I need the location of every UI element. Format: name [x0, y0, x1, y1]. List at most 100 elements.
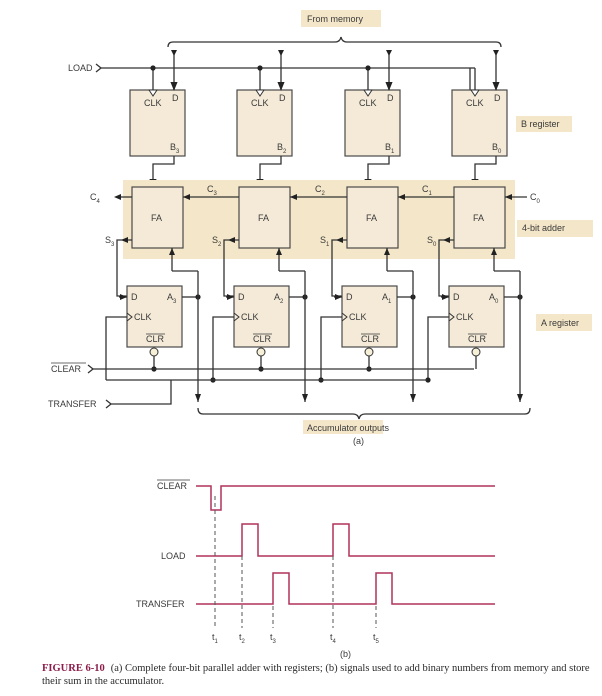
arrow-icon — [386, 50, 392, 56]
part-a-label: (a) — [353, 436, 364, 446]
arrow-icon — [183, 194, 190, 200]
clock-triangle-icon — [233, 312, 240, 322]
time-marker-label: t5 — [373, 632, 380, 645]
sum-label: S1 — [320, 235, 330, 248]
clk-label: CLK — [241, 312, 259, 322]
transfer-line — [111, 380, 172, 405]
load-input-label: LOAD — [68, 63, 93, 73]
figure-number: FIGURE 6-10 — [42, 663, 105, 674]
fa-label: FA — [258, 213, 269, 223]
arrow-icon — [384, 248, 390, 255]
signal-transfer: TRANSFER — [136, 572, 495, 609]
time-marker-label: t1 — [212, 632, 219, 645]
a-output-label: A0 — [489, 292, 499, 305]
fa-label: FA — [473, 213, 484, 223]
arrow-icon — [398, 194, 405, 200]
a-flipflop-1 — [341, 285, 398, 348]
from-memory-brace — [167, 36, 502, 48]
arrow-icon — [302, 394, 308, 402]
b-register-label: B register — [521, 119, 560, 129]
signal-load: LOAD — [161, 523, 495, 561]
adder-tag — [517, 220, 593, 237]
full-adder-3 — [453, 186, 506, 249]
arrow-icon — [120, 294, 127, 300]
d-label: D — [453, 292, 460, 302]
junction-dot — [150, 65, 156, 71]
full-adder-0 — [131, 186, 184, 249]
arrow-icon — [335, 294, 342, 300]
adder-background — [123, 180, 515, 259]
arrow-icon — [290, 194, 297, 200]
d-label: D — [279, 93, 286, 103]
b-flipflop-1 — [344, 89, 401, 157]
junction-dot — [425, 377, 431, 383]
signal-label: LOAD — [161, 551, 186, 561]
b-output-label: B1 — [385, 142, 395, 155]
arrow-icon — [491, 248, 497, 255]
clr-label: CLR — [253, 334, 272, 344]
clk-label: CLK — [466, 98, 484, 108]
junction-dot — [365, 65, 371, 71]
transfer-input-label: TRANSFER — [48, 399, 97, 409]
clk-label: CLK — [144, 98, 162, 108]
time-marker-label: t4 — [330, 632, 337, 645]
accumulator-brace — [197, 407, 531, 420]
signal-label: TRANSFER — [136, 599, 185, 609]
a-output-label: A2 — [274, 292, 284, 305]
inversion-bubble-icon — [149, 347, 159, 357]
b-flipflop-0 — [451, 89, 508, 157]
waveform — [196, 523, 495, 557]
b-output-label: B3 — [170, 142, 180, 155]
caption-text: (a) Complete four-bit parallel adder wit… — [42, 663, 590, 687]
arrow-icon — [442, 294, 449, 300]
b-output-label: B0 — [492, 142, 502, 155]
arrow-icon — [228, 237, 235, 243]
clr-label: CLR — [146, 334, 165, 344]
carry-in-label: C0 — [530, 192, 541, 205]
time-marker-label: t2 — [239, 632, 246, 645]
arrow-icon — [171, 50, 177, 56]
sum-label: S3 — [105, 235, 115, 248]
d-label: D — [131, 292, 138, 302]
clock-triangle-icon — [448, 312, 455, 322]
arrow-icon — [278, 50, 284, 56]
a-output-label: A1 — [382, 292, 392, 305]
clk-label: CLK — [251, 98, 269, 108]
arrow-icon — [443, 237, 450, 243]
carry-label: C4 — [90, 192, 101, 205]
part-b-label: (b) — [340, 649, 351, 659]
clk-label: CLK — [359, 98, 377, 108]
b-to-fa-wire — [364, 156, 390, 188]
sum-label: S0 — [427, 235, 437, 248]
waveform — [196, 572, 495, 605]
arrow-icon — [517, 394, 523, 402]
arrow-icon — [493, 50, 499, 56]
carry-label: C3 — [207, 184, 218, 197]
arrow-icon — [169, 248, 175, 255]
clk-label: CLK — [134, 312, 152, 322]
b-to-fa-wire — [471, 156, 497, 188]
junction-dot — [257, 65, 263, 71]
arrow-icon — [227, 294, 234, 300]
arrow-icon — [410, 394, 416, 402]
full-adder-1 — [238, 186, 291, 249]
clk-label: CLK — [456, 312, 474, 322]
clk-label: CLK — [349, 312, 367, 322]
accumulator-tag — [303, 420, 383, 434]
a-output-label: A3 — [167, 292, 177, 305]
clear-input-label: CLEAR — [51, 364, 82, 374]
clock-wire — [212, 316, 234, 380]
arrow-icon — [195, 394, 201, 402]
carry-label: C2 — [315, 184, 326, 197]
clock-triangle-icon — [341, 312, 348, 322]
clock-wire — [427, 316, 449, 380]
arrow-icon — [336, 237, 343, 243]
b-to-fa-wire — [149, 156, 175, 188]
transfer-input-chevron-icon — [105, 399, 113, 409]
inversion-bubble-icon — [471, 347, 481, 357]
b-register-tag — [516, 116, 572, 132]
